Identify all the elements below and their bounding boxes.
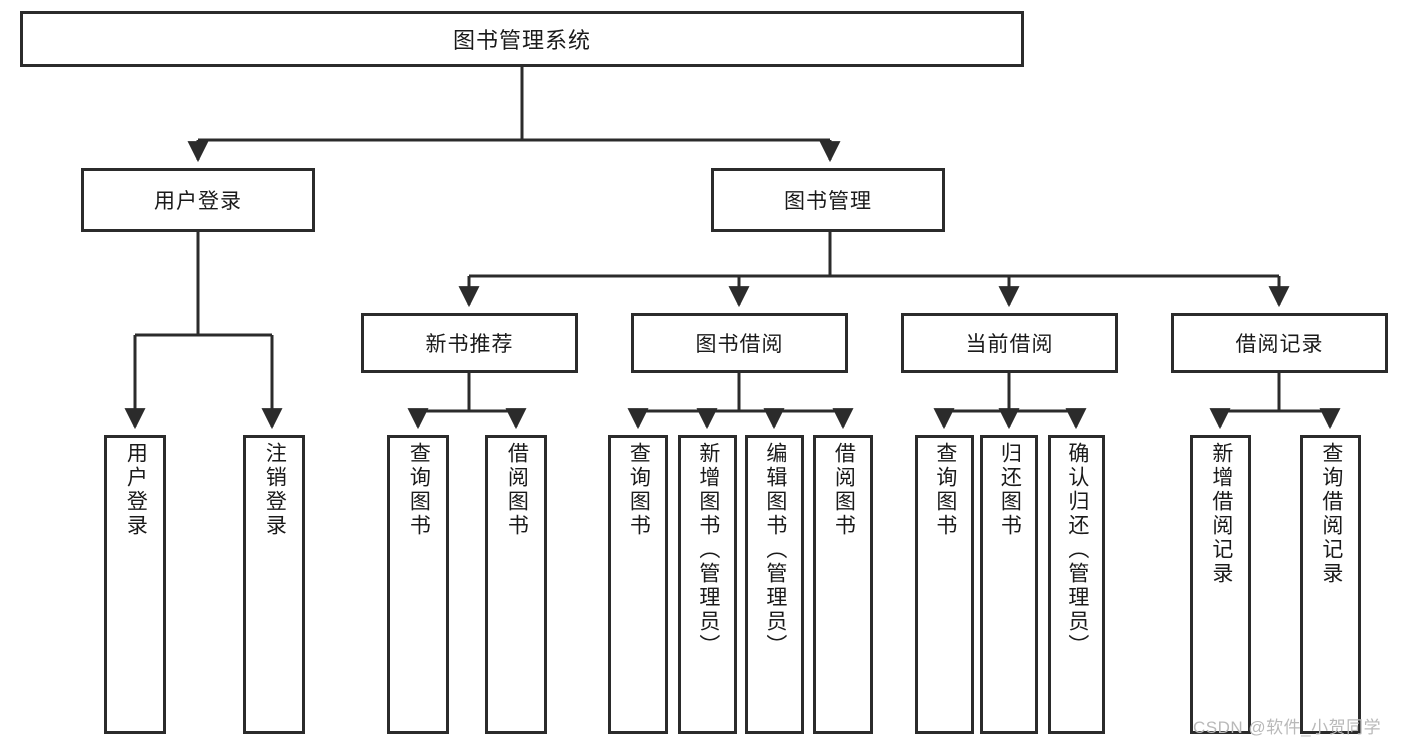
- leaf-query-book-borrow[interactable]: 查询图书: [608, 435, 668, 734]
- leaf-query-book-recommend-label: 查询图书: [407, 442, 431, 538]
- leaf-borrow-book[interactable]: 借阅图书: [813, 435, 873, 734]
- leaf-confirm-return-admin-label: 确认归还（管理员）: [1065, 442, 1089, 658]
- node-book-management-label: 图书管理: [784, 190, 872, 213]
- node-new-book-recommend[interactable]: 新书推荐: [361, 313, 578, 373]
- leaf-borrow-book-label: 借阅图书: [832, 442, 856, 538]
- node-borrow-records[interactable]: 借阅记录: [1171, 313, 1388, 373]
- node-root[interactable]: 图书管理系统: [20, 11, 1024, 67]
- leaf-query-book-current[interactable]: 查询图书: [915, 435, 974, 734]
- node-current-borrow-label: 当前借阅: [965, 333, 1054, 356]
- leaf-confirm-return-admin[interactable]: 确认归还（管理员）: [1048, 435, 1105, 734]
- leaf-user-login-label: 用户登录: [124, 442, 148, 538]
- leaf-edit-book-admin[interactable]: 编辑图书（管理员）: [745, 435, 804, 734]
- node-borrow-records-label: 借阅记录: [1235, 333, 1324, 356]
- leaf-logout-login-label: 注销登录: [263, 442, 287, 538]
- leaf-borrow-book-recommend[interactable]: 借阅图书: [485, 435, 547, 734]
- leaf-user-login[interactable]: 用户登录: [104, 435, 166, 734]
- node-new-book-recommend-label: 新书推荐: [425, 333, 514, 356]
- node-book-management[interactable]: 图书管理: [711, 168, 945, 232]
- leaf-query-book-current-label: 查询图书: [933, 442, 957, 538]
- leaf-add-book-admin[interactable]: 新增图书（管理员）: [678, 435, 737, 734]
- node-current-borrow[interactable]: 当前借阅: [901, 313, 1118, 373]
- node-book-borrow[interactable]: 图书借阅: [631, 313, 848, 373]
- leaf-add-borrow-record-label: 新增借阅记录: [1209, 442, 1233, 586]
- leaf-return-book[interactable]: 归还图书: [980, 435, 1038, 734]
- leaf-borrow-book-recommend-label: 借阅图书: [505, 442, 529, 538]
- leaf-add-book-admin-label: 新增图书（管理员）: [696, 442, 720, 658]
- watermark: CSDN @软件_小贺同学: [1193, 718, 1382, 737]
- node-user-login[interactable]: 用户登录: [81, 168, 315, 232]
- leaf-query-borrow-record-label: 查询借阅记录: [1319, 442, 1343, 586]
- node-root-label: 图书管理系统: [452, 28, 591, 53]
- leaf-query-borrow-record[interactable]: 查询借阅记录: [1300, 435, 1361, 734]
- node-user-login-label: 用户登录: [154, 190, 242, 213]
- leaf-query-book-borrow-label: 查询图书: [627, 442, 651, 538]
- leaf-query-book-recommend[interactable]: 查询图书: [387, 435, 449, 734]
- leaf-edit-book-admin-label: 编辑图书（管理员）: [763, 442, 787, 658]
- leaf-logout-login[interactable]: 注销登录: [243, 435, 305, 734]
- leaf-return-book-label: 归还图书: [998, 442, 1022, 538]
- node-book-borrow-label: 图书借阅: [695, 333, 784, 356]
- leaf-add-borrow-record[interactable]: 新增借阅记录: [1190, 435, 1251, 734]
